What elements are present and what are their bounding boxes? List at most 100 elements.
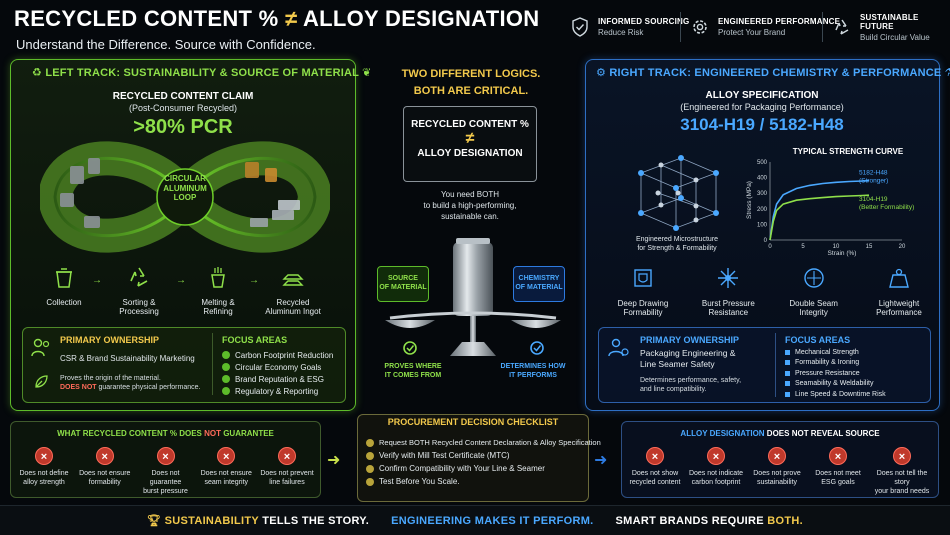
chart-y-tick-label: 100 [757, 222, 768, 228]
badge-title: INFORMED SOURCING [598, 17, 690, 26]
spec-value: 3104-H19 / 5182-H48 [680, 115, 844, 134]
recycle-icon [832, 17, 852, 37]
property-burst-pressure: Burst Pressure Resistance [693, 266, 763, 318]
step-melting: Melting & Refining [183, 265, 253, 317]
shield-check-icon [570, 17, 590, 37]
item-line: alloy strength [23, 478, 65, 486]
x-circle-icon: × [35, 447, 53, 465]
chart-y-tick-label: 300 [757, 191, 768, 197]
checklist-title: PROCUREMENT DECISION CHECKLIST [387, 417, 559, 427]
seam-icon [803, 268, 824, 288]
step-label-2: Processing [119, 307, 159, 317]
can-icon [453, 242, 493, 316]
chart-x-tick-label: 0 [768, 244, 772, 250]
title-part-recycled: RECYCLED CONTENT % [14, 6, 279, 31]
settings-icon: ⚙ [596, 67, 610, 79]
right-ownership-role: Packaging Engineering & Line Seamer Safe… [640, 348, 735, 370]
step-ingot: Recycled Aluminum Ingot [258, 265, 328, 317]
step-label: Recycled [276, 297, 310, 307]
title-part: ALLOY DESIGNATION [680, 429, 767, 438]
note-text: guarantee physical performance. [96, 384, 201, 392]
divider [680, 12, 681, 42]
focus-text: Mechanical Strength [795, 348, 859, 356]
not-equal-box: RECYCLED CONTENT % ≠ ALLOY DESIGNATION [403, 106, 537, 182]
list-item: Mechanical Strength [785, 347, 886, 358]
checklist-item: Verify with Mill Test Certificate (MTC) [366, 449, 601, 462]
caption-line: Engineered Microstructure [635, 236, 719, 243]
checklist-item: Test Before You Scale. [366, 475, 601, 488]
title-part: WHAT RECYCLED CONTENT % DOES [57, 429, 205, 438]
chart-series-line [769, 179, 870, 241]
chart-y-tick-label: 500 [757, 160, 768, 166]
scale-pan-right [511, 320, 561, 328]
caption-line: DETERMINES HOW [500, 363, 566, 370]
property-double-seam: Double Seam Integrity [779, 266, 849, 318]
bullet-icon [785, 391, 790, 397]
check-icon [366, 438, 374, 447]
check-icon [366, 464, 374, 473]
chart-series-line [769, 194, 870, 241]
loop-label: CIRCULAR ALUMINUM LOOP [163, 174, 207, 203]
neq-box-top: RECYCLED CONTENT % [411, 119, 529, 130]
list-item: Line Speed & Downtime Risk [785, 389, 886, 400]
item-line: sustainability [756, 478, 798, 486]
chart-series-label: 3104-H19 [859, 196, 888, 203]
chart-x-tick-label: 20 [899, 244, 906, 250]
left-ownership-box [22, 327, 346, 403]
title-part-alloy: ALLOY DESIGNATION [302, 6, 540, 31]
chart-y-label: Stress (MPa) [746, 181, 753, 219]
recycled-not-guarantee-box [10, 421, 321, 498]
step-label: Sorting & [122, 297, 156, 307]
right-focus-title: FOCUS AREAS [785, 335, 851, 345]
step-label: Melting & [201, 297, 235, 307]
balance-scale-graphic [385, 238, 561, 356]
property-label: Double Seam [789, 298, 838, 308]
list-item: Seamability & Weldability [785, 379, 886, 390]
property-label: Lightweight [878, 298, 920, 308]
check-icon [530, 341, 544, 355]
caption-proves-where: PROVES WHERE IT COMES FROM [378, 362, 448, 380]
left-track-title: ♻ LEFT TRACK: SUSTAINABILITY & SOURCE OF… [32, 66, 372, 79]
spec-title: ALLOY SPECIFICATION [705, 90, 819, 101]
item-line: Does not define [19, 470, 69, 477]
alloy-not-reveal-title: ALLOY DESIGNATION DOES NOT REVEAL SOURCE [621, 429, 939, 438]
note-line: and line compatibility. [640, 386, 707, 394]
item-line: Does not prove [753, 470, 801, 477]
badge-informed-sourcing: INFORMED SOURCING Reduce Risk [570, 12, 689, 42]
right-ownership-title: PRIMARY OWNERSHIP [640, 335, 740, 345]
property-lightweight: Lightweight Performance [864, 266, 934, 318]
property-label-2: Performance [876, 308, 922, 318]
focus-text: Circular Economy Goals [235, 362, 322, 372]
caption-line: IT PERFORMS [509, 372, 557, 380]
chart-y-tick-label: 0 [764, 238, 768, 244]
list-item: Carbon Footprint Reduction [222, 349, 333, 361]
note-text: Proves the origin of the material. [60, 375, 161, 382]
claim-value: >80% PCR [133, 116, 233, 138]
footer-part-2: ENGINEERING MAKES IT PERFORM. [391, 514, 594, 527]
chart-x-label: Strain (%) [828, 250, 857, 257]
footer-text: SMART BRANDS REQUIRE [615, 514, 768, 527]
divider [775, 333, 776, 397]
footer-part-3: SMART BRANDS REQUIRE BOTH. [616, 515, 803, 527]
focus-text: Brand Reputation & ESG [235, 374, 324, 384]
ingot-icon [282, 274, 304, 286]
bullet-icon [785, 349, 790, 355]
badge-engineered-performance: ENGINEERED PERFORMANCE Protect Your Bran… [690, 12, 840, 42]
chart-x-tick-label: 10 [833, 244, 840, 250]
leaf-icon: ❦ [358, 67, 372, 79]
left-ownership-note: Proves the origin of the material. DOES … [60, 374, 210, 392]
center-title-line1: TWO DIFFERENT LOGICS. [401, 68, 541, 80]
center-title-line2: BOTH ARE CRITICAL. [413, 85, 529, 98]
x-circle-icon: × [768, 447, 786, 465]
arrow-right-icon: ➜ [594, 452, 608, 469]
right-ownership-note: Determines performance, safety, and line… [640, 376, 741, 394]
tag-line: SOURCE [388, 275, 418, 283]
footer-banner: 🏆︎ SUSTAINABILITY TELLS THE STORY. ENGIN… [0, 505, 950, 535]
title-part: GUARANTEE [220, 429, 274, 438]
item-line: Does not tell the story [876, 470, 928, 486]
